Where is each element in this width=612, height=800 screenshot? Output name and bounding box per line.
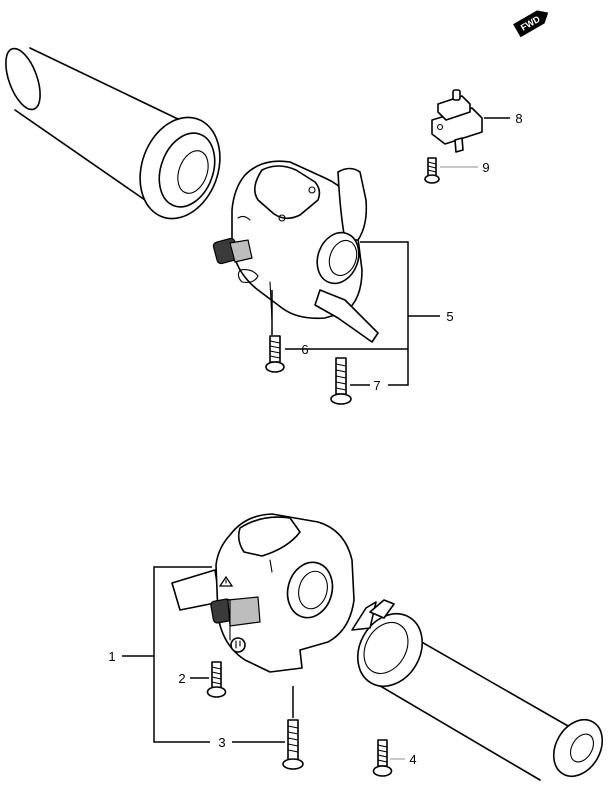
screw-3 [282,719,304,770]
callout-5: 5 [446,309,453,324]
callout-labels: 1 2 3 4 5 6 7 8 9 [108,111,522,767]
screw-2 [206,661,227,698]
callout-8: 8 [515,111,522,126]
left-switch-housing [212,160,379,343]
switch-connector [431,89,483,153]
leader-lines [122,117,510,760]
callout-1: 1 [108,649,115,664]
leader-5-upper [360,241,409,386]
left-handlebar-grip [5,47,221,220]
callout-4: 4 [409,752,416,767]
callout-6: 6 [301,342,308,357]
right-switch-housing [171,513,355,673]
screw-7 [330,357,352,405]
callout-7: 7 [373,378,380,393]
screw-6 [265,335,285,373]
leader-1 [153,566,212,743]
callout-2: 2 [178,671,185,686]
screw-9 [424,157,440,184]
fwd-direction-badge: FWD [513,10,549,38]
throttle-grip [351,599,604,781]
callout-3: 3 [218,735,225,750]
screw-4 [372,739,393,777]
callout-9: 9 [482,160,489,175]
